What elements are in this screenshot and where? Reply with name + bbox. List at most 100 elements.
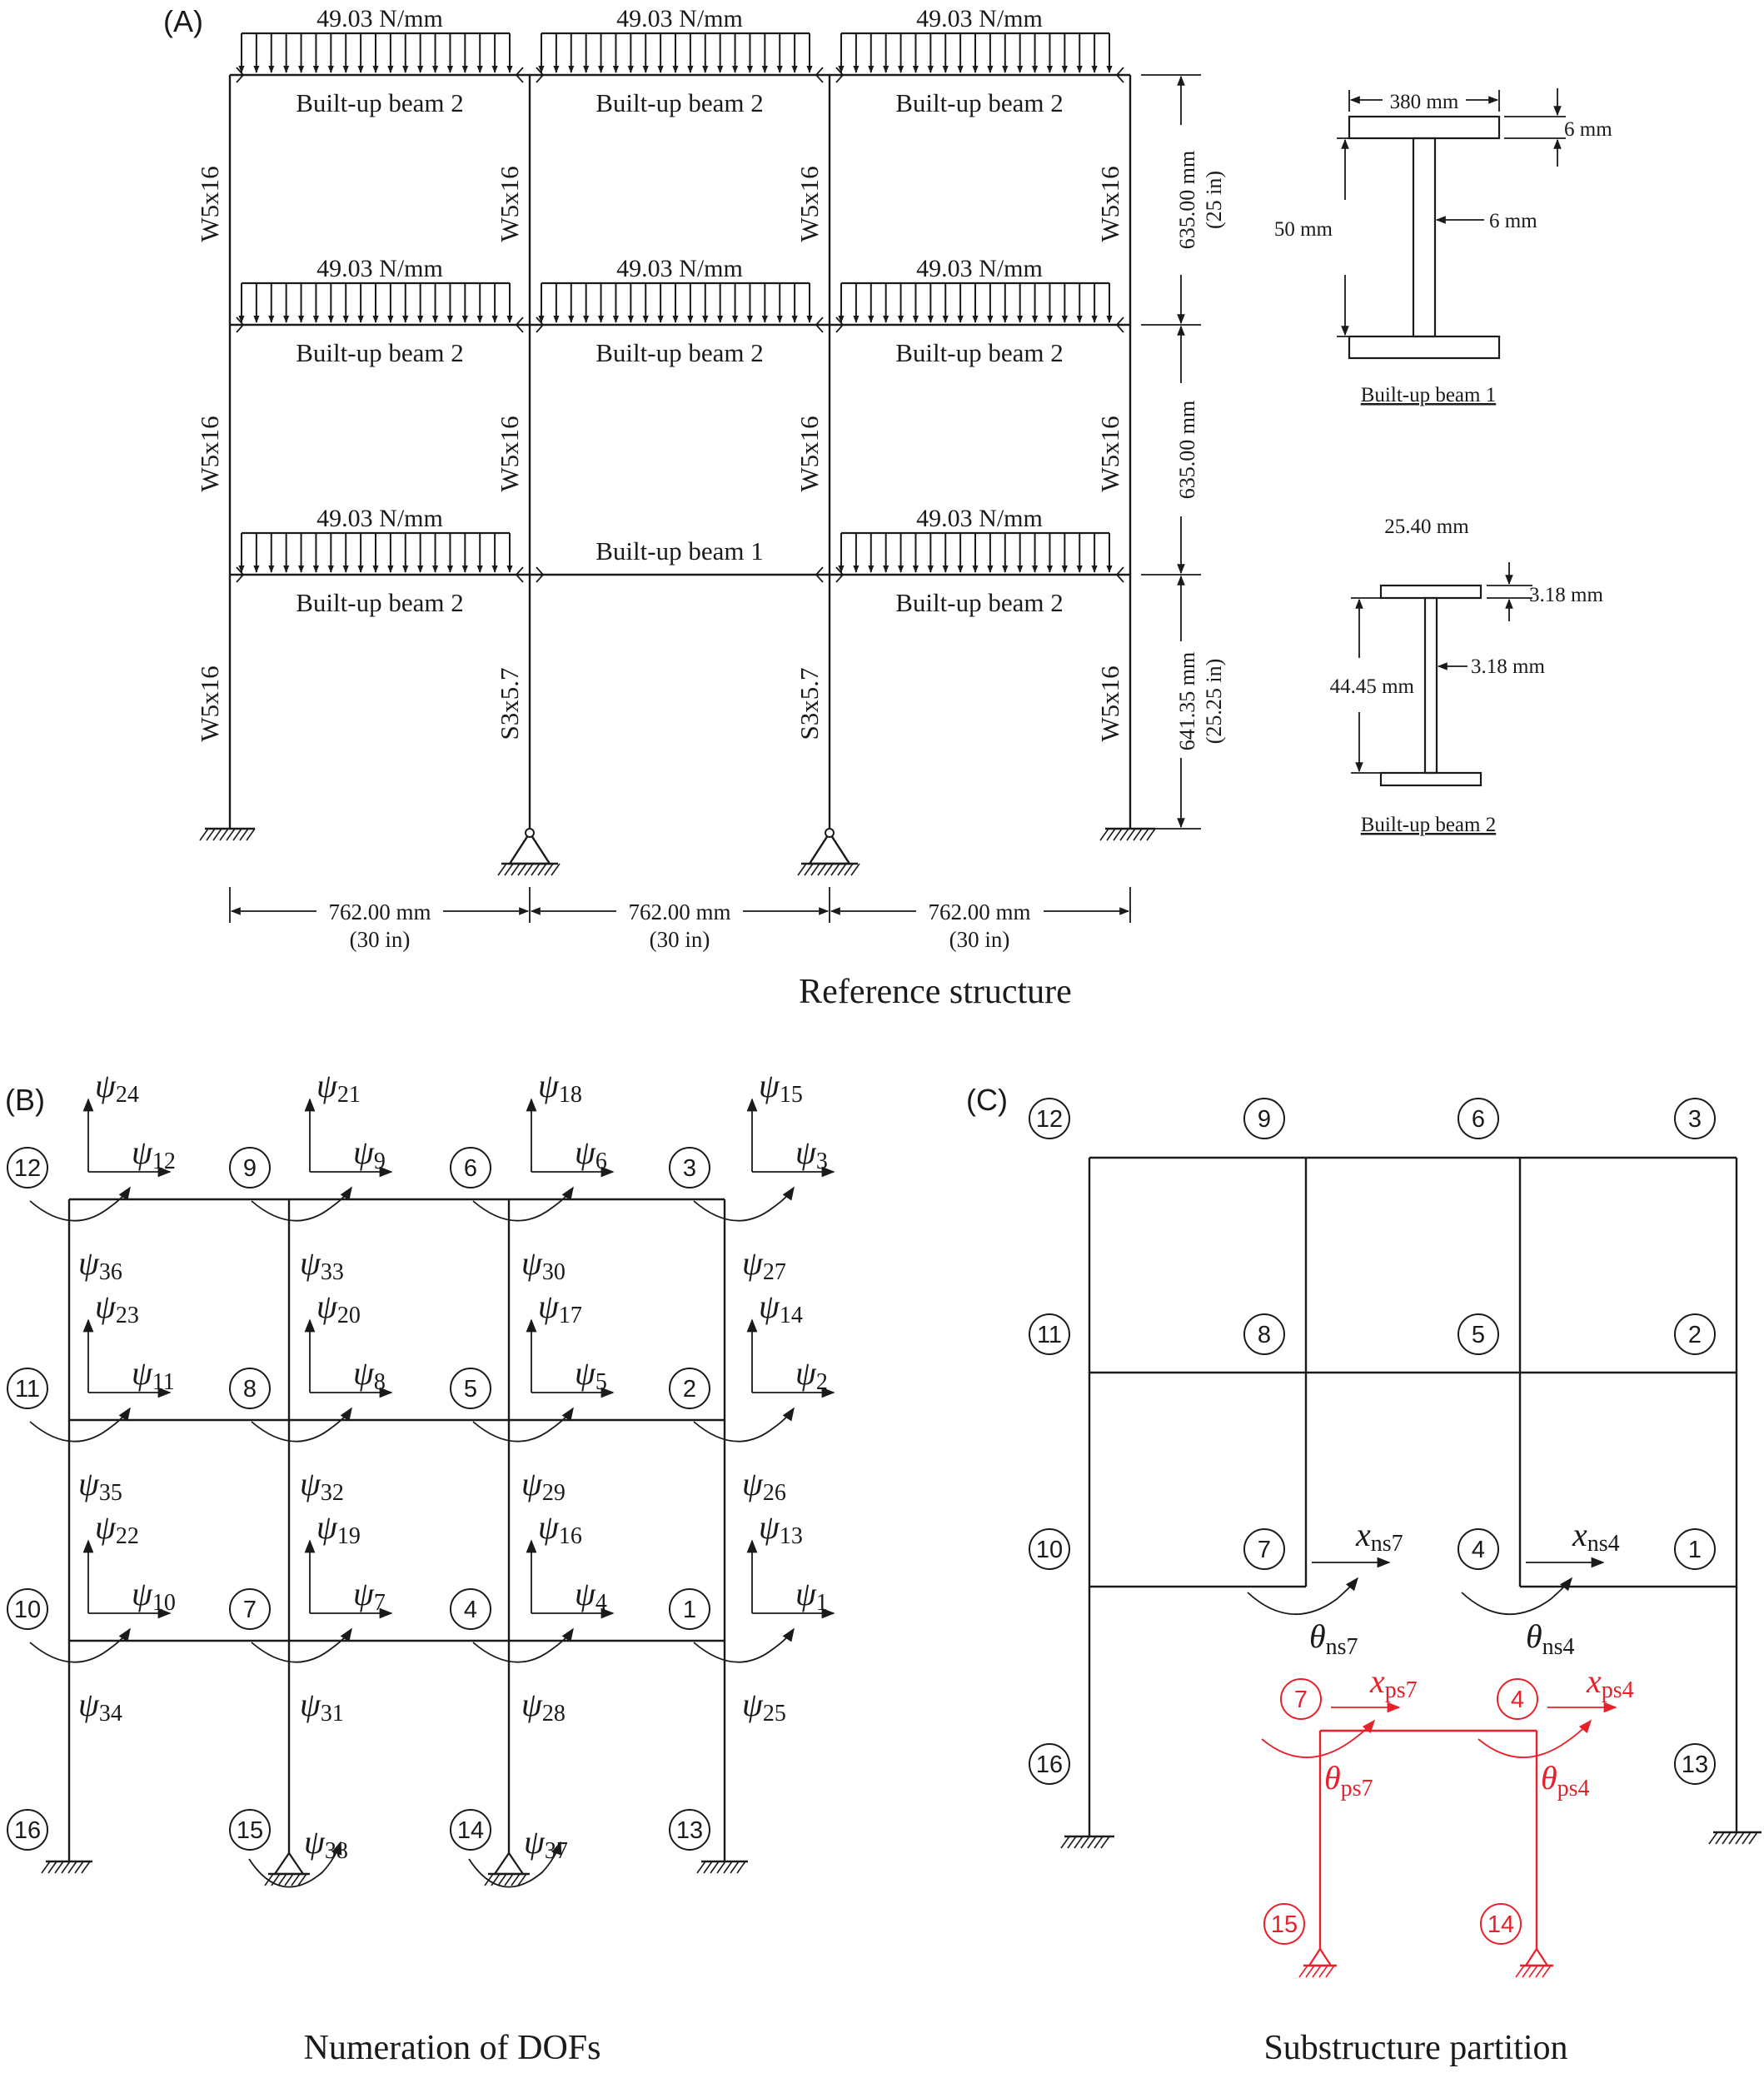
- svg-text:1: 1: [1688, 1537, 1702, 1563]
- dof-label-psi-15: ψ15: [759, 1067, 803, 1108]
- ground-hatch: [1528, 1965, 1538, 1978]
- dof-label-psi-33: ψ33: [300, 1244, 344, 1285]
- panel-c-caption: Substructure partition: [1263, 2029, 1567, 2067]
- ground-hatch: [54, 1861, 64, 1874]
- load-label-low-right: 49.03 N/mm: [916, 505, 1043, 532]
- panel-a: (A) 49.03 N/mm 49.03 N/mm 49.03 N/mm 49.…: [163, 4, 1612, 1011]
- node-10: 10: [7, 1588, 48, 1630]
- ground-hatch: [1126, 828, 1136, 841]
- hinge-mark: [1115, 316, 1124, 333]
- ground-hatch: [1708, 1831, 1718, 1845]
- ground-hatch: [1067, 1836, 1077, 1849]
- dof-label-psi-27: ψ27: [742, 1244, 786, 1285]
- ground-hatch: [844, 863, 854, 876]
- dof-label-psi-12: ψ12: [132, 1134, 176, 1174]
- ground-hatch: [1522, 1965, 1532, 1978]
- sec2-depth: 44.45 mm: [1330, 675, 1415, 698]
- node-c-red-7: 7: [1280, 1678, 1322, 1720]
- svg-text:3: 3: [683, 1155, 696, 1182]
- svg-text:11: 11: [15, 1376, 40, 1403]
- col-label-2-1: S3x5.7: [495, 668, 524, 740]
- load-label-top-left: 49.03 N/mm: [316, 5, 443, 32]
- theta-ns4-label: θns4: [1526, 1617, 1575, 1660]
- ground-hatch: [830, 863, 840, 876]
- ground-hatch: [1106, 828, 1116, 841]
- svg-text:6: 6: [464, 1155, 477, 1182]
- theta-ps4-label: θps4: [1541, 1759, 1590, 1801]
- panel-a-label: (A): [163, 4, 203, 38]
- node-c-5: 5: [1458, 1313, 1499, 1355]
- beam-label-low-right: Built-up beam 2: [895, 588, 1063, 617]
- svg-text:6: 6: [1472, 1106, 1485, 1133]
- svg-text:8: 8: [1258, 1322, 1271, 1348]
- hinge-mark: [835, 316, 845, 333]
- node-c-red-15: 15: [1263, 1903, 1305, 1945]
- dof-label-psi-4: ψ4: [575, 1575, 607, 1616]
- ground-hatch: [1305, 1965, 1315, 1978]
- ground-hatch: [511, 863, 521, 876]
- ground-hatch: [291, 1873, 301, 1886]
- dof-label-psi-37: ψ37: [524, 1823, 568, 1864]
- dof-rotation-arc: [29, 1627, 131, 1663]
- ground-hatch: [199, 828, 209, 841]
- node-8: 8: [229, 1368, 271, 1409]
- load-label-top-right: 49.03 N/mm: [916, 5, 1043, 32]
- beam-labels: Built-up beam 2 Built-up beam 2 Built-up…: [296, 88, 1063, 617]
- sec2-flange: 3.18 mm: [1529, 584, 1603, 606]
- load-label-mid-mid: 49.03 N/mm: [616, 255, 743, 282]
- ground-hatch: [497, 1873, 507, 1886]
- svg-text:2: 2: [1688, 1322, 1702, 1348]
- ground-hatch: [1312, 1965, 1322, 1978]
- dof-rotation-arc-base: [248, 1841, 342, 1888]
- dof-ns4: xns4 θns4: [1461, 1516, 1620, 1660]
- hinge-mark: [236, 316, 245, 333]
- load-labels: 49.03 N/mm 49.03 N/mm 49.03 N/mm 49.03 N…: [316, 5, 1043, 532]
- node-5: 5: [450, 1368, 491, 1409]
- hinge-mark: [815, 67, 824, 83]
- ground-hatch: [67, 1861, 77, 1874]
- dof-label-psi-1: ψ1: [795, 1575, 828, 1616]
- dof-label-psi-25: ψ25: [742, 1686, 786, 1727]
- node-4: 4: [450, 1588, 491, 1630]
- ground-hatch: [736, 1861, 746, 1874]
- ground-hatch: [1100, 1836, 1110, 1849]
- ground-hatch: [517, 1873, 527, 1886]
- svg-text:15: 15: [237, 1817, 263, 1844]
- x-ps4-label: xps4: [1586, 1662, 1634, 1703]
- panel-b-label: (B): [5, 1083, 45, 1117]
- hinge-mark: [515, 316, 524, 333]
- dof-label-psi-32: ψ32: [300, 1465, 344, 1506]
- hinge-mark: [536, 67, 545, 83]
- node-11: 11: [7, 1368, 48, 1409]
- beam-label-top-mid: Built-up beam 2: [595, 88, 763, 117]
- col-label-3-1: S3x5.7: [795, 668, 824, 740]
- sec1-title: Built-up beam 1: [1361, 384, 1496, 406]
- fixed-support-left: [199, 827, 256, 841]
- hinge-mark: [835, 566, 845, 583]
- ground-hatch: [74, 1861, 84, 1874]
- span-mid-mm: 762.00 mm: [628, 899, 730, 924]
- svg-text:16: 16: [1036, 1752, 1063, 1778]
- dof-rotation-arc: [693, 1627, 795, 1663]
- ground-hatch: [41, 1861, 51, 1874]
- dof-label-psi-3: ψ3: [795, 1134, 828, 1174]
- dof-label-psi-35: ψ35: [78, 1465, 122, 1506]
- ground-hatch: [531, 863, 541, 876]
- ground-hatch: [1728, 1831, 1738, 1845]
- svg-text:12: 12: [14, 1155, 41, 1182]
- ground-hatch: [1099, 828, 1109, 841]
- dof-label-psi-36: ψ36: [78, 1244, 122, 1285]
- ground-hatch: [232, 828, 242, 841]
- svg-text:14: 14: [1487, 1911, 1514, 1938]
- fixed-support-right: [1099, 827, 1156, 841]
- ground-hatch: [537, 863, 547, 876]
- load-label-low-left: 49.03 N/mm: [316, 505, 443, 532]
- ground-hatch: [524, 863, 534, 876]
- svg-text:10: 10: [1036, 1537, 1063, 1563]
- col-label-1-3: W5x16: [195, 166, 224, 242]
- sec2-width: 25.40 mm: [1384, 516, 1469, 538]
- ground-hatch: [206, 828, 216, 841]
- dof-rotation-arc: [251, 1407, 352, 1443]
- ground-hatch: [511, 1873, 521, 1886]
